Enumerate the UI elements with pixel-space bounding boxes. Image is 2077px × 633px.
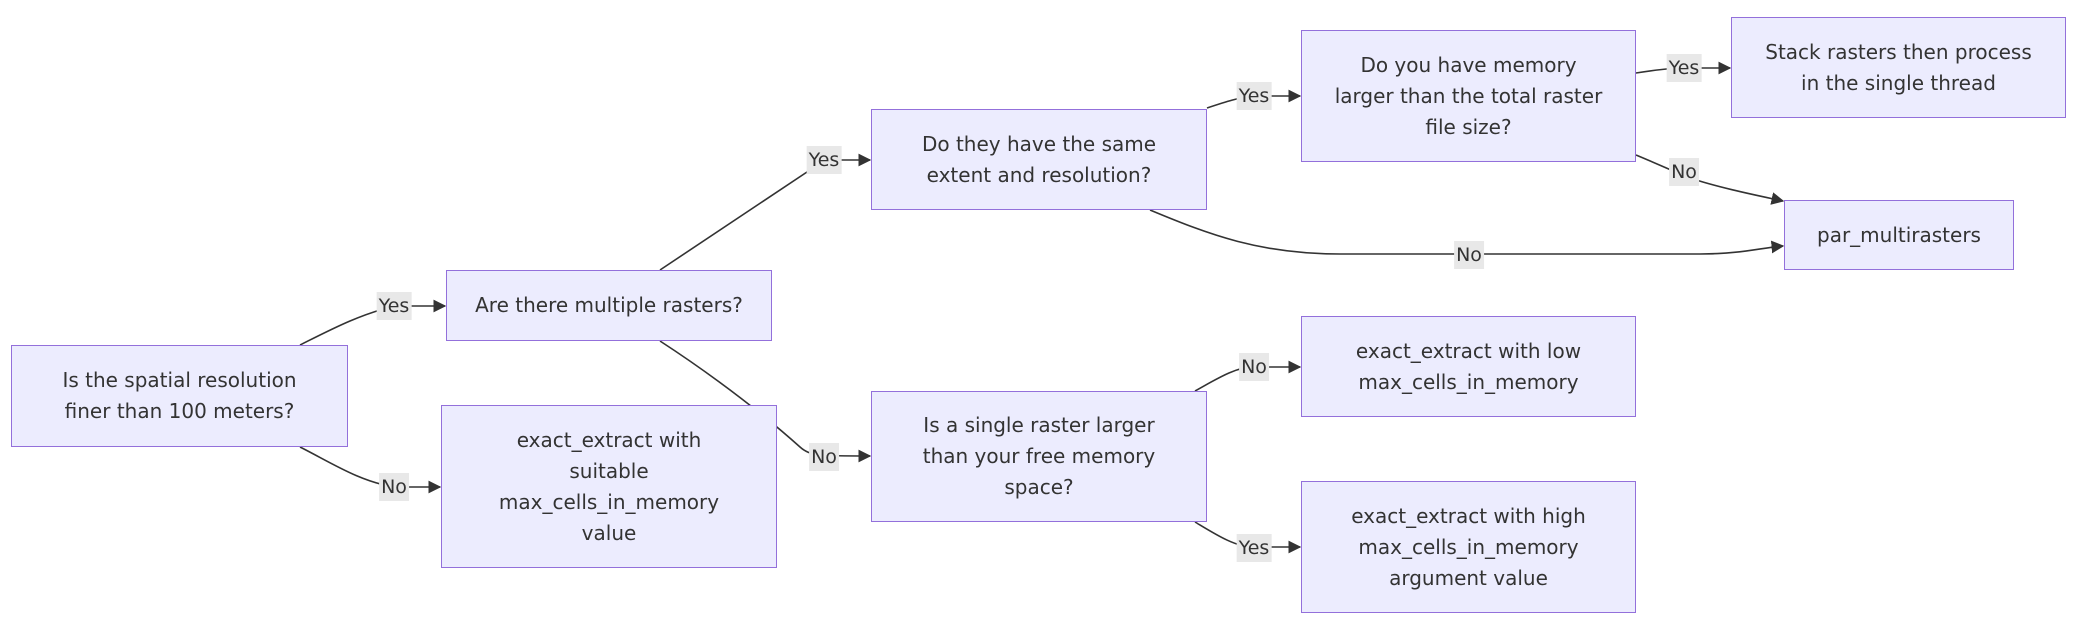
node-multiple-rasters-label: Are there multiple rasters?: [475, 293, 743, 317]
edge-label-multiple-no: No: [809, 443, 839, 471]
node-spatial-resolution: Is the spatial resolution finer than 100…: [11, 345, 348, 447]
node-stack-rasters: Stack rasters then process in the single…: [1731, 17, 2066, 118]
node-spatial-resolution-label: Is the spatial resolution finer than 100…: [62, 368, 297, 423]
node-par-multirasters-label: par_multirasters: [1817, 222, 1981, 247]
node-exact-extract-suitable-label: exact_extract with suitable max_cells_in…: [498, 427, 720, 545]
node-same-extent: Do they have the same extent and resolut…: [871, 109, 1207, 210]
node-multiple-rasters: Are there multiple rasters?: [446, 270, 772, 341]
edge-resolution-to-exact-suitable: [299, 446, 442, 494]
edge-label-same-extent-no: No: [1454, 241, 1484, 269]
edge-label-single-larger-no: No: [1239, 353, 1269, 381]
edge-multiple-to-same-extent: [659, 153, 872, 271]
edge-label-resolution-no: No: [379, 473, 409, 501]
node-exact-extract-high-label: exact_extract with high max_cells_in_mem…: [1351, 503, 1586, 590]
edge-label-resolution-yes: Yes: [376, 292, 412, 320]
node-same-extent-label: Do they have the same extent and resolut…: [921, 131, 1157, 187]
node-stack-rasters-label: Stack rasters then process in the single…: [1765, 39, 2032, 95]
node-memory-larger: Do you have memory larger than the total…: [1301, 30, 1636, 162]
node-single-raster-larger: Is a single raster larger than your free…: [871, 391, 1207, 522]
node-exact-extract-low: exact_extract with low max_cells_in_memo…: [1301, 316, 1636, 417]
edge-label-memory-yes: Yes: [1666, 54, 1702, 82]
node-exact-extract-high: exact_extract with high max_cells_in_mem…: [1301, 481, 1636, 613]
edge-label-memory-no: No: [1669, 158, 1699, 186]
edge-memory-larger-to-par-multi: [1635, 154, 1785, 205]
node-single-raster-larger-label: Is a single raster larger than your free…: [922, 413, 1156, 499]
edge-label-same-extent-yes: Yes: [1236, 82, 1272, 110]
edge-same-extent-to-par-multi: [1149, 209, 1785, 255]
node-memory-larger-label: Do you have memory larger than the total…: [1334, 52, 1603, 139]
node-exact-extract-low-label: exact_extract with low max_cells_in_memo…: [1355, 338, 1582, 394]
node-par-multirasters: par_multirasters: [1784, 200, 2014, 270]
node-exact-extract-suitable: exact_extract with suitable max_cells_in…: [441, 405, 777, 568]
edge-label-multiple-yes: Yes: [806, 146, 842, 174]
edge-resolution-to-multiple: [299, 299, 447, 346]
edge-label-single-larger-yes: Yes: [1236, 534, 1272, 562]
